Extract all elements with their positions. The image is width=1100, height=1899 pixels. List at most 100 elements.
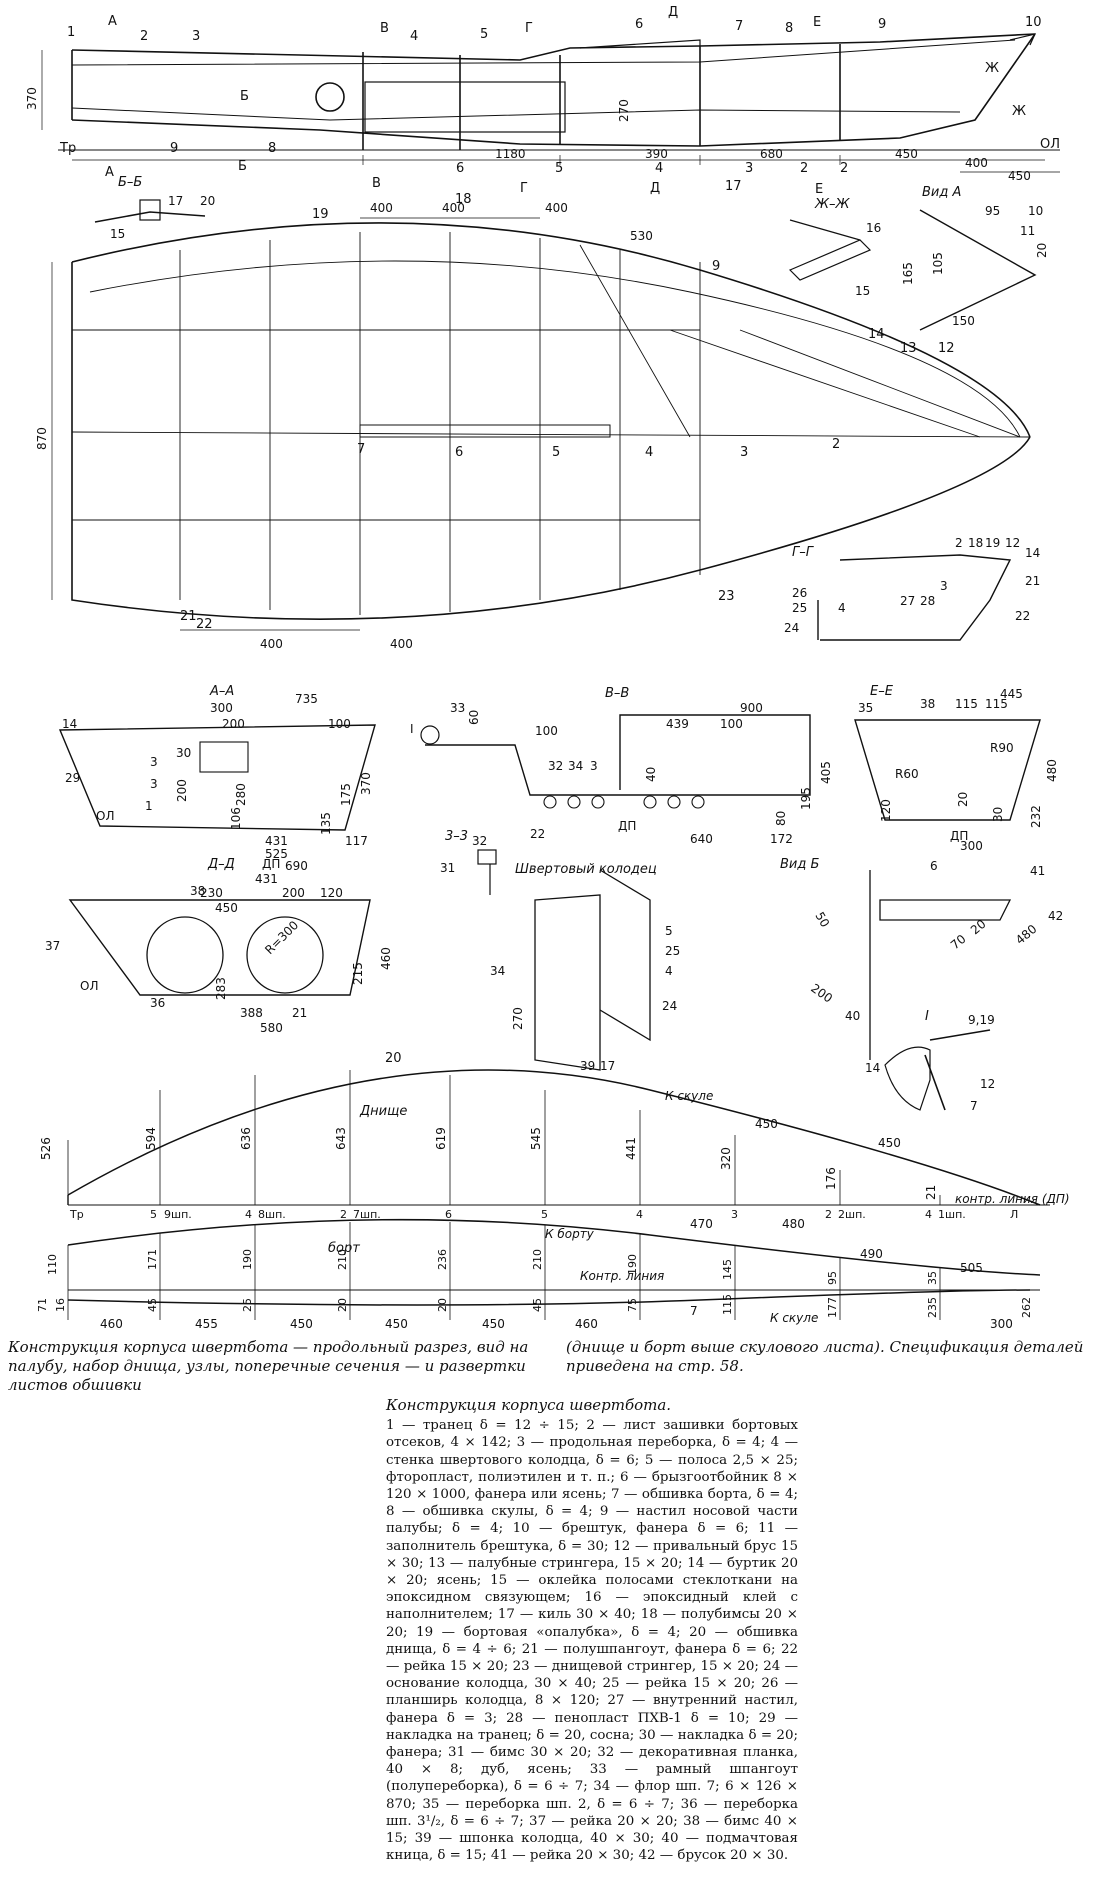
dimension: 480 bbox=[782, 1217, 805, 1231]
part-label: 4 bbox=[655, 161, 663, 176]
part-label: 2 bbox=[832, 437, 840, 452]
part-label: 22 bbox=[196, 617, 213, 632]
dimension: 460 bbox=[379, 947, 393, 970]
dimension: 441 bbox=[624, 1137, 638, 1160]
dimension: 640 bbox=[690, 832, 713, 846]
station-label: 4 bbox=[245, 1208, 252, 1221]
baseline-label: ОЛ bbox=[1040, 137, 1060, 152]
part-label: 2 bbox=[840, 161, 848, 176]
part-label: 14 bbox=[62, 717, 77, 731]
part-label: 4 bbox=[838, 601, 846, 615]
dimension: 120 bbox=[879, 799, 893, 822]
hull-construction-drawing: 1 2 3 4 5 6 7 8 9 10 Б Б А А В В Г Г Д Д… bbox=[25, 5, 1070, 1330]
dimension: 210 bbox=[336, 1249, 349, 1270]
dimension: 215 bbox=[351, 962, 365, 985]
section-mark: В bbox=[372, 176, 381, 191]
figure-caption-left: Конструкция корпуса швертбота — продольн… bbox=[8, 1338, 529, 1394]
part-label: 40 bbox=[845, 1009, 860, 1023]
dimension: 405 bbox=[819, 761, 833, 784]
part-label: 35 bbox=[858, 701, 873, 715]
dimension: 439 bbox=[666, 717, 689, 731]
part-label: 27 bbox=[900, 594, 915, 608]
dimension: 388 bbox=[240, 1006, 263, 1020]
part-label: 3 bbox=[590, 759, 598, 773]
part-label: 30 bbox=[176, 746, 191, 760]
spec-text: 1 — транец δ = 12 ÷ 15; 2 — лист зашивки… bbox=[386, 1418, 798, 1864]
dimension: 300 bbox=[990, 1317, 1013, 1330]
part-label: 24 bbox=[784, 621, 799, 635]
dimension: 400 bbox=[545, 201, 568, 215]
centreline-label: ДП bbox=[262, 857, 280, 871]
station-label: 5 bbox=[541, 1208, 548, 1221]
part-label: 26 bbox=[792, 586, 807, 600]
dimension: 431 bbox=[265, 834, 288, 848]
part-label: 38 bbox=[190, 884, 205, 898]
dimension: 95 bbox=[985, 204, 1000, 218]
section-mark: Е bbox=[815, 182, 823, 197]
part-label: 9 bbox=[878, 17, 886, 32]
part-label: 9 bbox=[170, 141, 178, 156]
dimension: 1180 bbox=[495, 147, 526, 161]
dimension: 20 bbox=[336, 1298, 349, 1312]
radius: R60 bbox=[895, 767, 919, 781]
part-label: 3 bbox=[745, 161, 753, 176]
dimension: 200 bbox=[222, 717, 245, 731]
dimension: 470 bbox=[690, 1217, 713, 1231]
dimension: 115 bbox=[721, 1294, 734, 1315]
section-33: 3–3 32 31 bbox=[440, 829, 497, 895]
part-label: 7 bbox=[357, 442, 365, 457]
longitudinal-labels: 1 2 3 4 5 6 7 8 9 10 Б Б А А В В Г Г Д Д… bbox=[59, 5, 1060, 197]
part-label: 21 bbox=[1025, 574, 1040, 588]
dimension: 450 bbox=[290, 1317, 313, 1330]
part-label: 6 bbox=[456, 161, 464, 176]
part-label: 22 bbox=[530, 827, 545, 841]
note: контр. линия (ДП) bbox=[955, 1192, 1070, 1206]
dimension: 400 bbox=[965, 156, 988, 170]
part-label: 2 bbox=[140, 29, 148, 44]
side-development: борт К борту Контр. линия 7 К скуле 110 … bbox=[36, 1218, 1041, 1330]
section-mark: Е bbox=[813, 15, 821, 30]
view-title: 3–3 bbox=[445, 829, 468, 844]
dimension: 460 bbox=[100, 1317, 123, 1330]
part-label: 3 bbox=[150, 755, 158, 769]
dimension: 190 bbox=[626, 1254, 639, 1275]
station-label: 7шп. bbox=[353, 1208, 381, 1221]
part-label: 25 bbox=[792, 601, 807, 615]
part-label: 4 bbox=[410, 29, 418, 44]
dimension: 594 bbox=[144, 1127, 158, 1150]
centreline-label: ДП bbox=[950, 829, 968, 843]
part-label: 19 bbox=[985, 536, 1000, 550]
dimension: 735 bbox=[295, 692, 318, 706]
dimension: 280 bbox=[234, 783, 248, 806]
dimension: 460 bbox=[575, 1317, 598, 1330]
dimension: 20 bbox=[436, 1298, 449, 1312]
station-label: 5 bbox=[150, 1208, 157, 1221]
part-label: 16 bbox=[866, 221, 881, 235]
part-label: 6 bbox=[635, 17, 643, 32]
part-label: 33 bbox=[450, 701, 465, 715]
dimension: 300 bbox=[960, 839, 983, 853]
spec-title: Конструкция корпуса швертбота. bbox=[386, 1396, 672, 1414]
station-label: 4 bbox=[636, 1208, 643, 1221]
station-label: Тр bbox=[69, 1208, 84, 1221]
part-label: 6 bbox=[455, 445, 463, 460]
dimension: 400 bbox=[390, 637, 413, 651]
radius: R90 bbox=[990, 741, 1014, 755]
view-title: Вид А bbox=[922, 185, 961, 200]
radius: R=300 bbox=[262, 918, 301, 957]
dimension: 283 bbox=[214, 977, 228, 1000]
part-label: 37 bbox=[45, 939, 60, 953]
dimension: 195 bbox=[799, 787, 813, 810]
dimension: 200 bbox=[808, 981, 835, 1006]
section-mark: А bbox=[105, 165, 114, 180]
part-label: 4 bbox=[665, 964, 673, 978]
dimension: 390 bbox=[645, 147, 668, 161]
dimension: 177 bbox=[826, 1297, 839, 1318]
dimension: 200 bbox=[175, 779, 189, 802]
part-label: 11 bbox=[1020, 224, 1035, 238]
part-label: 18 bbox=[968, 536, 983, 550]
longitudinal-dimensions: 370 1180 390 680 450 400 450 270 bbox=[25, 87, 1031, 183]
dimension: 200 bbox=[282, 886, 305, 900]
part-label: 39 bbox=[580, 1059, 595, 1073]
dimension: 400 bbox=[260, 637, 283, 651]
